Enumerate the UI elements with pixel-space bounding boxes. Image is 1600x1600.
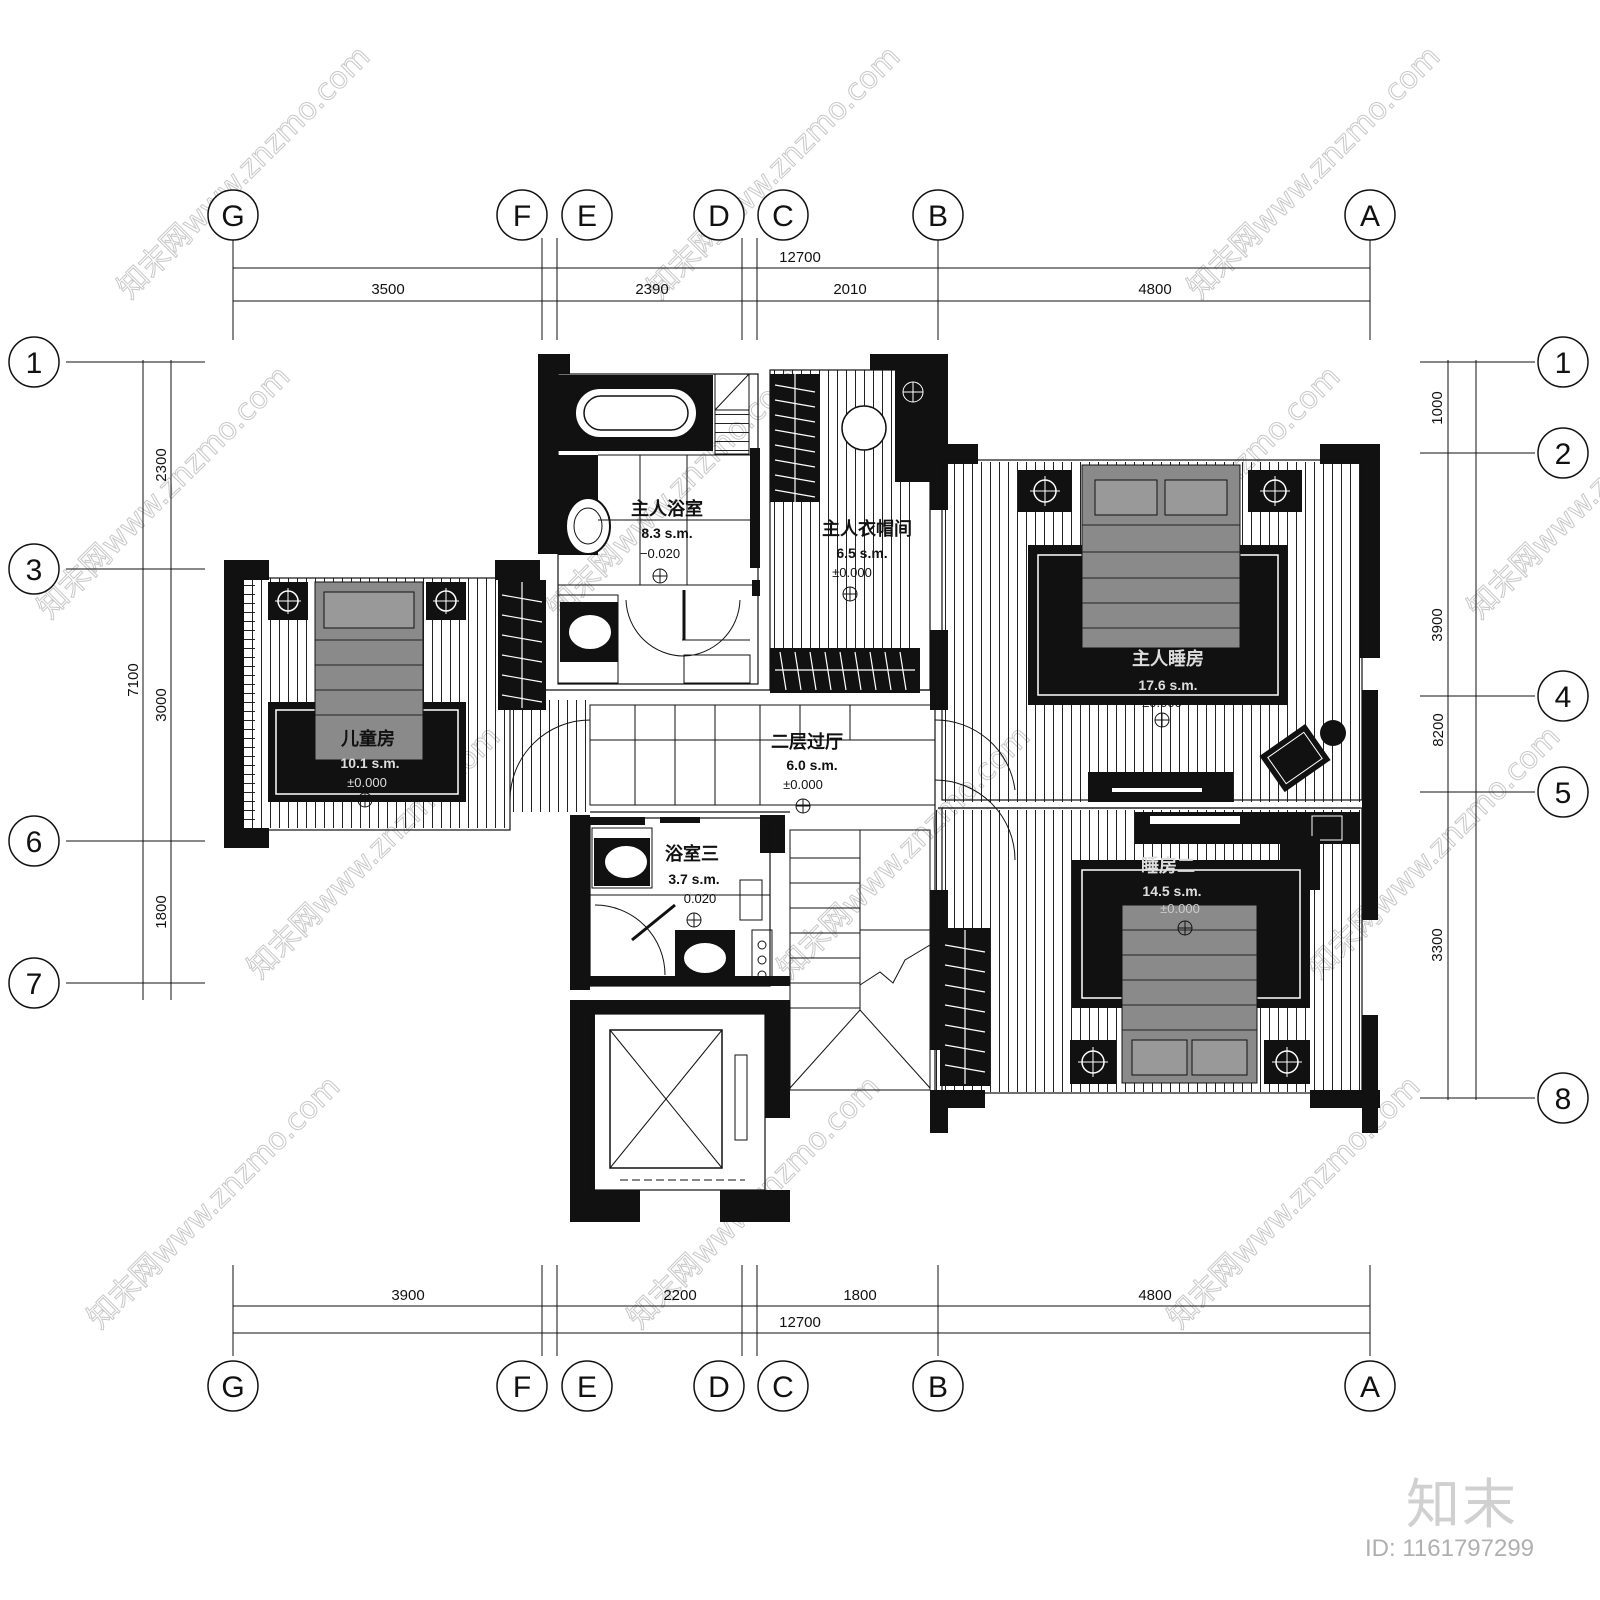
left-axis-labels: 1 3 6 7 (26, 347, 43, 1001)
axis-label-bottom-d: D (708, 1371, 730, 1404)
axis-label-left-3: 3 (26, 554, 43, 587)
brand-logo-text: 知末 (1406, 1473, 1518, 1536)
left-dimension-texts: 7100 2300 3000 1800 (125, 448, 170, 928)
room-level-cloakroom: ±0.000 (832, 565, 872, 580)
dimension-lines (66, 238, 1535, 1356)
axis-label-top-b: B (928, 200, 948, 233)
axis-label-top-g: G (221, 200, 244, 233)
axis-label-left-7: 7 (26, 968, 43, 1001)
axis-label-top-c: C (772, 200, 794, 233)
axis-label-bottom-f: F (513, 1371, 531, 1404)
left-dim-3: 1800 (153, 895, 170, 928)
axis-label-right-4: 4 (1555, 681, 1572, 714)
watermark-text: 知末网www.znzmo.com (81, 1069, 347, 1335)
bottom-axis-labels: G F E D C B A (221, 1371, 1380, 1404)
bottom-dim-3: 1800 (843, 1287, 876, 1304)
room-area-cloakroom: 6.5 s.m. (836, 545, 887, 561)
room-name-master-bath: 主人浴室 (631, 498, 703, 520)
right-dim-3: 3300 (1429, 928, 1446, 961)
watermark-text: 知末网www.znzmo.com (111, 39, 377, 305)
right-dim-2: 3900 (1429, 608, 1446, 641)
room-area-bath-3: 3.7 s.m. (668, 871, 719, 887)
right-dim-1: 1000 (1429, 391, 1446, 424)
top-dim-4: 4800 (1138, 281, 1171, 298)
room-area-kids-room: 10.1 s.m. (340, 755, 399, 771)
room-level-kids-room: ±0.000 (347, 775, 387, 790)
right-dimension-texts: 8200 1000 3900 3300 (1429, 391, 1447, 961)
room-area-master-bedroom: 17.6 s.m. (1138, 677, 1197, 693)
axis-label-bottom-e: E (577, 1371, 597, 1404)
room-labels: 主人浴室 8.3 s.m. −0.020 主人衣帽间 6.5 s.m. ±0.0… (340, 498, 1204, 916)
top-dimension-texts: 12700 3500 2390 2010 4800 (371, 249, 1171, 298)
top-axis-labels: G F E D C B A (221, 200, 1380, 233)
axis-label-top-a: A (1360, 200, 1380, 233)
room-name-bedroom-2: 睡房二 (1141, 855, 1195, 877)
image-id-label: ID: 1161797299 (1365, 1535, 1535, 1562)
watermark-text: 知末网www.znzmo.com (641, 39, 907, 305)
room-level-master-bath: −0.020 (640, 546, 680, 561)
room-area-bedroom-2: 14.5 s.m. (1142, 883, 1201, 899)
right-axis-labels: 1 2 4 5 8 (1555, 347, 1572, 1116)
room-level-hall: ±0.000 (783, 777, 823, 792)
bedroom-2-fixtures (934, 719, 1360, 1086)
axis-label-top-e: E (577, 200, 597, 233)
bottom-dim-1: 3900 (391, 1287, 424, 1304)
staircase (789, 829, 931, 1091)
bath-3-fixtures (590, 827, 773, 986)
axis-bubbles (8, 189, 1589, 1412)
right-total-dim: 8200 (1430, 713, 1447, 746)
room-name-cloakroom: 主人衣帽间 (822, 518, 912, 540)
bottom-total-dim: 12700 (779, 1314, 821, 1331)
elevator-shaft (609, 1029, 748, 1181)
master-bedroom-fixtures (1018, 464, 1346, 802)
axis-label-right-1: 1 (1555, 347, 1572, 380)
kids-room-fixtures (268, 580, 591, 802)
left-dim-1: 2300 (153, 448, 170, 481)
axis-label-bottom-c: C (772, 1371, 794, 1404)
hall-tiles (589, 704, 936, 806)
axis-label-left-6: 6 (26, 826, 43, 859)
room-level-master-bedroom: ±0.000 (1142, 695, 1182, 710)
left-dim-2: 3000 (153, 688, 170, 721)
axis-label-bottom-g: G (221, 1371, 244, 1404)
room-area-master-bath: 8.3 s.m. (641, 525, 692, 541)
master-bath-fixtures (557, 373, 760, 684)
room-name-hall: 二层过厅 (771, 731, 843, 753)
bottom-dim-2: 2200 (663, 1287, 696, 1304)
watermark-text: 知末网www.znzmo.com (1461, 359, 1600, 625)
top-dim-3: 2010 (833, 281, 866, 298)
bottom-dim-4: 4800 (1138, 1287, 1171, 1304)
bottom-dimension-texts: 3900 2200 1800 4800 12700 (391, 1287, 1171, 1331)
axis-label-bottom-b: B (928, 1371, 948, 1404)
axis-label-right-8: 8 (1555, 1083, 1572, 1116)
room-name-bath-3: 浴室三 (665, 843, 719, 865)
room-level-bedroom-2: ±0.000 (1160, 901, 1200, 916)
room-name-master-bedroom: 主人睡房 (1132, 648, 1204, 670)
axis-label-bottom-a: A (1360, 1371, 1380, 1404)
top-total-dim: 12700 (779, 249, 821, 266)
watermark-text: 知末网www.znzmo.com (1181, 39, 1447, 305)
cloakroom-fixtures (770, 370, 931, 693)
axis-label-left-1: 1 (26, 347, 43, 380)
axis-label-right-2: 2 (1555, 438, 1572, 471)
room-area-hall: 6.0 s.m. (786, 757, 837, 773)
level-markers (357, 568, 1193, 936)
axis-label-top-f: F (513, 200, 531, 233)
top-dim-2: 2390 (635, 281, 668, 298)
axis-label-right-5: 5 (1555, 777, 1572, 810)
top-dim-1: 3500 (371, 281, 404, 298)
left-total-dim: 7100 (125, 663, 142, 696)
room-level-bath-3: 0.020 (684, 891, 717, 906)
axis-label-top-d: D (708, 200, 730, 233)
watermark-text: 知末网www.znzmo.com (1161, 1069, 1427, 1335)
room-name-kids-room: 儿童房 (340, 728, 395, 750)
